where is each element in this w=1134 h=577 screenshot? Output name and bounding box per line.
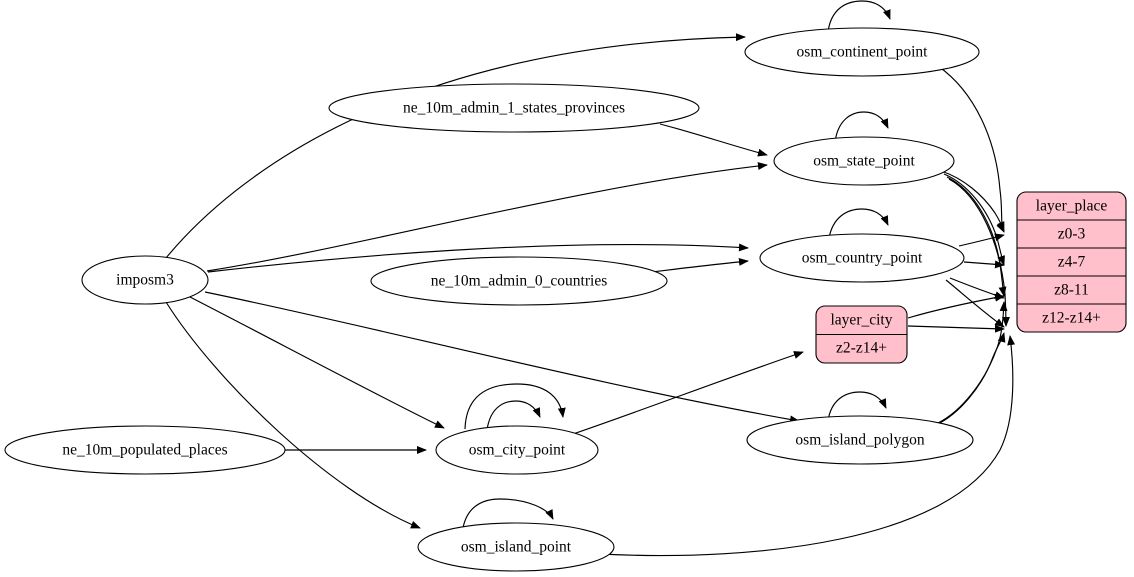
node-shape-osm-island-point[interactable] [417, 522, 615, 572]
edge-osm-state-point-to-layer-place-z12-z14 [948, 178, 1010, 327]
node-label-osm-country-point: osm_country_point [802, 250, 923, 267]
edge-self-loop-osm-continent-point [827, 0, 891, 33]
record-node-layer-place[interactable]: layer_place z0-3 z4-7 z8-11 z12-z14+ [1016, 191, 1127, 333]
node-ne-10m-admin-0-countries[interactable]: ne_10m_admin_0_countries [370, 256, 668, 306]
edge-ne-admin0-to-osm-country-point [650, 257, 749, 273]
edge-layer-city-to-layer-place-z12-z14 [907, 324, 1005, 333]
edge-self-loop-osm-state-point [834, 111, 889, 143]
edge-imposm3-to-osm-island-polygon [204, 291, 800, 424]
edge-osm-city-point-to-layer-city-z2-z14 [572, 351, 804, 435]
record-row-layer-place-z4-7[interactable]: z4-7 [1058, 254, 1086, 271]
edge-osm-island-polygon-to-layer-place-z12-z14 [935, 332, 1006, 426]
node-label-imposm3: imposm3 [116, 272, 174, 289]
edge-self-loop-osm-country-point [828, 208, 889, 239]
node-ne-10m-populated-places[interactable]: ne_10m_populated_places [4, 425, 286, 475]
edge-osm-state-point-to-layer-place-z8-11 [946, 176, 1007, 297]
edge-osm-country-point-to-layer-place-z12-z14 [945, 279, 1005, 328]
node-osm-city-point[interactable]: osm_city_point [435, 425, 599, 475]
node-osm-state-point[interactable]: osm_state_point [773, 136, 955, 186]
node-osm-country-point[interactable]: osm_country_point [759, 233, 965, 283]
record-row-layer-place-z0-3[interactable]: z0-3 [1058, 226, 1086, 243]
edge-ne-admin1-to-osm-state-point [659, 123, 768, 157]
node-label-ne-10m-admin-0-countries: ne_10m_admin_0_countries [431, 273, 608, 290]
node-osm-island-point[interactable]: osm_island_point [417, 522, 615, 572]
record-row-layer-place-z8-11[interactable]: z8-11 [1054, 282, 1089, 299]
edge-osm-continent-point-to-layer-place-z0-3 [937, 65, 1005, 233]
edge-osm-island-point-to-layer-place-z12-z14 [599, 335, 1016, 557]
edge-imposm3-to-osm-island-point [165, 301, 421, 529]
node-label-osm-continent-point: osm_continent_point [797, 44, 929, 61]
node-label-osm-city-point: osm_city_point [469, 442, 566, 459]
record-shape-layer-place[interactable] [1016, 191, 1127, 333]
node-osm-island-polygon[interactable]: osm_island_polygon [746, 415, 974, 465]
edge-layer-city-to-layer-place-z8-11 [907, 293, 1005, 319]
edge-imposm3-to-osm-continent-point [165, 33, 746, 259]
node-shape-ne-10m-populated-places[interactable] [4, 425, 286, 475]
node-shape-imposm3[interactable] [81, 255, 209, 305]
node-label-osm-island-polygon: osm_island_polygon [795, 432, 924, 449]
record-row-layer-place-z12-z14[interactable]: z12-z14+ [1042, 310, 1101, 327]
node-shape-osm-island-polygon[interactable] [746, 415, 974, 465]
node-shape-osm-city-point[interactable] [435, 425, 599, 475]
edge-osm-country-point-to-layer-place-z8-11 [949, 277, 1005, 299]
node-shape-osm-state-point[interactable] [773, 136, 955, 186]
node-shape-osm-continent-point[interactable] [744, 27, 980, 77]
node-osm-continent-point[interactable]: osm_continent_point [744, 27, 980, 77]
edge-osm-country-point-to-layer-place-z0-3 [958, 233, 1005, 247]
edge-imposm3-to-osm-state-point [206, 162, 768, 272]
node-label-osm-island-point: osm_island_point [461, 539, 572, 556]
node-label-osm-state-point: osm_state_point [813, 153, 915, 170]
edge-imposm3-to-osm-country-point [207, 243, 749, 273]
node-shape-ne-10m-admin-1-states-provinces[interactable] [328, 83, 700, 133]
edge-self-loop-osm-city-point-inner [464, 383, 566, 430]
node-shape-ne-10m-admin-0-countries[interactable] [370, 256, 668, 306]
edge-self-loop-osm-island-point [462, 498, 554, 529]
edge-self-loop-osm-island-polygon [827, 391, 887, 422]
edge-osm-country-point-to-layer-place-z4-7 [963, 260, 1005, 269]
edge-layer [165, 0, 1016, 557]
node-label-ne-10m-populated-places: ne_10m_populated_places [62, 442, 227, 459]
record-node-layer-city[interactable]: layer_city z2-z14+ [815, 305, 908, 364]
node-shape-osm-country-point[interactable] [759, 233, 965, 283]
node-label-ne-10m-admin-1-states-provinces: ne_10m_admin_1_states_provinces [403, 100, 625, 117]
edge-imposm3-to-osm-city-point [189, 296, 445, 429]
edge-osm-state-point-to-layer-place-z0-3 [940, 170, 1005, 232]
node-imposm3[interactable]: imposm3 [81, 255, 209, 305]
record-row-layer-city-title: layer_city [831, 312, 893, 329]
edge-self-loop-osm-city-point [486, 400, 541, 431]
record-row-layer-city-z2-z14[interactable]: z2-z14+ [836, 340, 887, 357]
node-layer: imposm3 ne_10m_admin_1_states_provinces … [4, 27, 980, 572]
record-row-layer-place-title: layer_place [1036, 198, 1108, 215]
node-ne-10m-admin-1-states-provinces[interactable]: ne_10m_admin_1_states_provinces [328, 83, 700, 133]
